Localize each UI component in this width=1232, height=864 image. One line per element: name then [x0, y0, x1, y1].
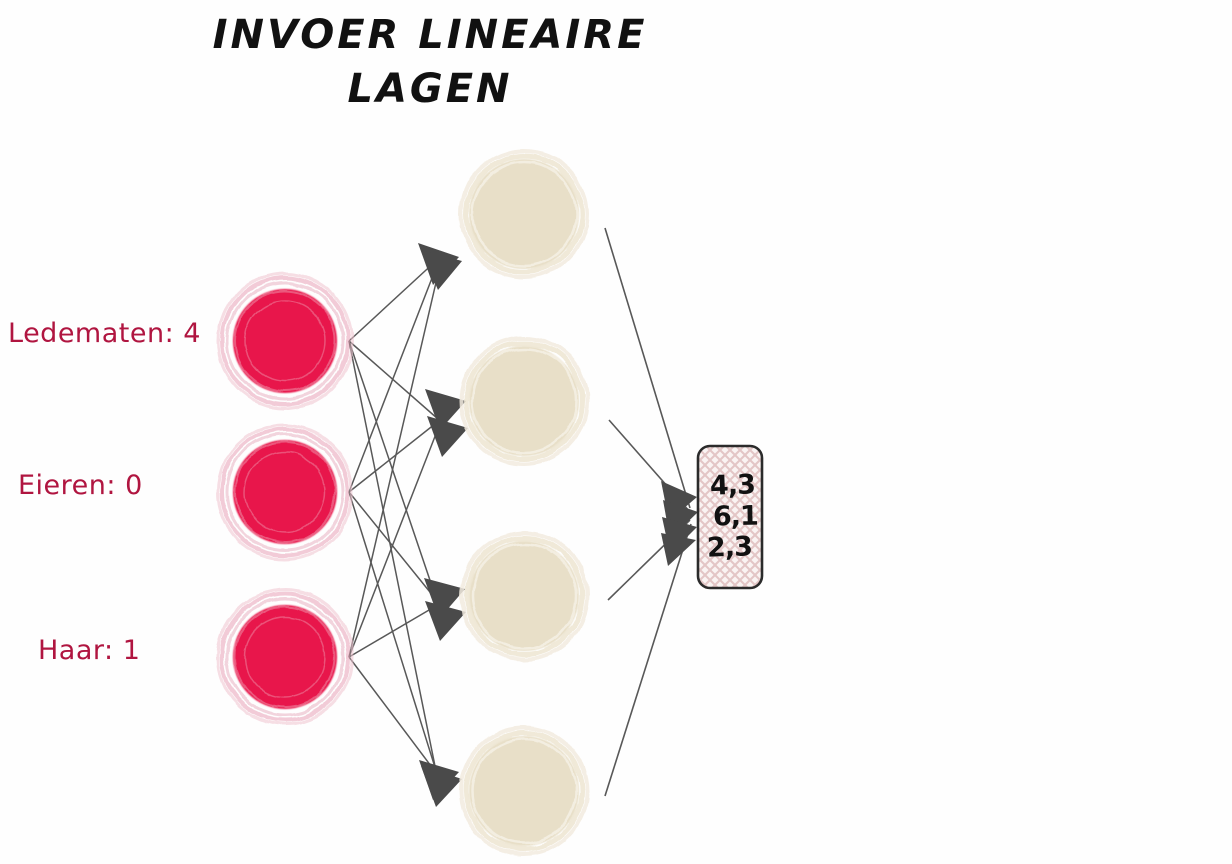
hidden-node-2[interactable] [459, 336, 589, 466]
hidden-layer [459, 149, 589, 856]
input-label-haar: Haar: 1 [38, 635, 141, 666]
input-label-eieren: Eieren: 0 [18, 470, 143, 501]
input-node-ledematen[interactable] [216, 272, 354, 410]
input-node-eieren[interactable] [216, 423, 354, 561]
arrowheads-output [661, 481, 698, 566]
hidden-node-1[interactable] [459, 149, 589, 279]
input-layer [216, 272, 354, 726]
hidden-node-4[interactable] [459, 726, 589, 856]
page-title: INVOER LINEAIRE LAGEN [212, 12, 648, 112]
edges-input-to-hidden [348, 258, 442, 779]
input-node-haar[interactable] [216, 588, 354, 726]
input-label-ledematen: Ledematen: 4 [8, 318, 201, 349]
output-box[interactable] [696, 444, 764, 590]
arrowheads-hidden-layer [418, 243, 468, 807]
hidden-node-3[interactable] [459, 531, 589, 661]
